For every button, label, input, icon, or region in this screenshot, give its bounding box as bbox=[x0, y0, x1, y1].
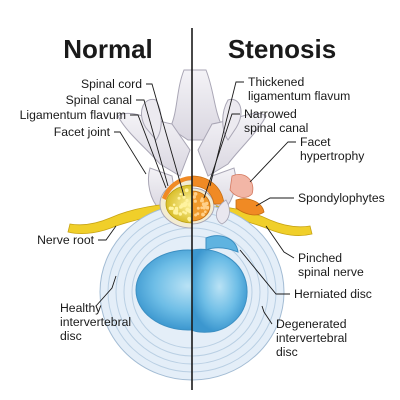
title-stenosis: Stenosis bbox=[228, 34, 336, 64]
leader-narrowed bbox=[203, 113, 240, 199]
labels-normal: Spinal cord Spinal canal Ligamentum flav… bbox=[20, 77, 185, 343]
label-nerve-root: Nerve root bbox=[37, 233, 95, 247]
title-normal: Normal bbox=[63, 34, 153, 64]
herniated-nucleus bbox=[192, 248, 248, 333]
cord-speckle bbox=[204, 210, 207, 213]
leader-spondylophytes bbox=[255, 197, 294, 207]
label-facet-hypertrophy-line1: Facet bbox=[300, 135, 331, 149]
label-degenerated-line1: Degenerated bbox=[276, 317, 346, 331]
cord-speckle bbox=[200, 198, 204, 203]
cord-speckle bbox=[179, 193, 182, 196]
label-degenerated-line3: disc bbox=[276, 345, 298, 359]
leader-facet-joint bbox=[114, 131, 147, 175]
label-degenerated-line2: intervertebral bbox=[276, 331, 347, 345]
leader-spinal-canal bbox=[136, 99, 169, 187]
cord-speckle bbox=[185, 207, 190, 212]
leader-healthy-disc bbox=[95, 275, 117, 307]
label-narrowed-line2: spinal canal bbox=[244, 121, 308, 135]
label-facet-joint: Facet joint bbox=[54, 125, 111, 139]
label-herniated-disc: Herniated disc bbox=[294, 287, 372, 301]
label-spondylophytes: Spondylophytes bbox=[298, 191, 385, 205]
ligamentum-flavum-normal bbox=[162, 176, 192, 200]
cord-speckle bbox=[194, 213, 198, 217]
cord-speckle bbox=[177, 196, 181, 200]
cord-speckle bbox=[192, 195, 196, 199]
leader-ligamentum-flavum bbox=[130, 114, 167, 189]
label-ligamentum-flavum: Ligamentum flavum bbox=[20, 108, 126, 122]
nerve-root-left bbox=[67, 203, 171, 234]
leader-spinal-cord bbox=[146, 83, 185, 197]
label-pinched-line2: spinal nerve bbox=[298, 265, 364, 279]
cord-speckle bbox=[196, 206, 200, 210]
cord-speckle bbox=[205, 205, 210, 210]
cord-speckle bbox=[185, 198, 189, 203]
labels-stenosis: Thickened ligamentum flavum Narrowed spi… bbox=[203, 75, 385, 359]
cord-speckle bbox=[188, 202, 193, 207]
cord-speckle bbox=[184, 202, 188, 206]
cord-speckle bbox=[196, 212, 200, 216]
cord-speckle bbox=[184, 211, 188, 215]
label-spinal-cord: Spinal cord bbox=[81, 77, 142, 91]
facet-hypertrophy bbox=[229, 174, 254, 198]
cord-speckle bbox=[174, 210, 179, 215]
spinal-cord-texture bbox=[168, 188, 210, 222]
cord-speckle bbox=[170, 206, 174, 210]
cord-speckle bbox=[193, 199, 197, 203]
ligamentum-flavum-thickened bbox=[192, 175, 225, 205]
leader-pinched-nerve bbox=[265, 225, 295, 259]
cord-speckle bbox=[203, 204, 207, 207]
label-healthy-disc-line3: disc bbox=[60, 329, 82, 343]
cord-speckle bbox=[174, 206, 179, 211]
cord-speckle bbox=[182, 210, 185, 214]
label-thickened-line1: Thickened bbox=[248, 75, 304, 89]
spondylophytes bbox=[235, 198, 265, 216]
cord-speckle bbox=[200, 206, 204, 210]
leader-thickened bbox=[209, 81, 244, 187]
label-healthy-disc-line1: Healthy bbox=[60, 301, 102, 315]
label-narrowed-line1: Narrowed bbox=[244, 107, 297, 121]
cord-speckle bbox=[184, 188, 189, 193]
label-pinched-line1: Pinched bbox=[298, 251, 342, 265]
leader-herniated-disc bbox=[239, 249, 290, 295]
label-spinal-canal: Spinal canal bbox=[66, 93, 132, 107]
label-healthy-disc-line2: intervertebral bbox=[60, 315, 131, 329]
leader-facet-hypertrophy bbox=[249, 141, 296, 183]
cord-speckle bbox=[201, 212, 205, 217]
cord-speckle bbox=[193, 192, 198, 196]
cord-speckle bbox=[179, 205, 183, 209]
label-thickened-line2: ligamentum flavum bbox=[248, 89, 350, 103]
leader-nerve-root bbox=[98, 225, 117, 241]
healthy-nucleus bbox=[135, 249, 192, 331]
label-facet-hypertrophy-line2: hypertrophy bbox=[300, 149, 365, 163]
cord-speckle bbox=[188, 219, 191, 222]
leader-degenerated-disc bbox=[261, 305, 273, 325]
cord-speckle bbox=[178, 212, 182, 216]
cord-speckle bbox=[182, 195, 186, 199]
cord-speckle bbox=[172, 203, 176, 207]
